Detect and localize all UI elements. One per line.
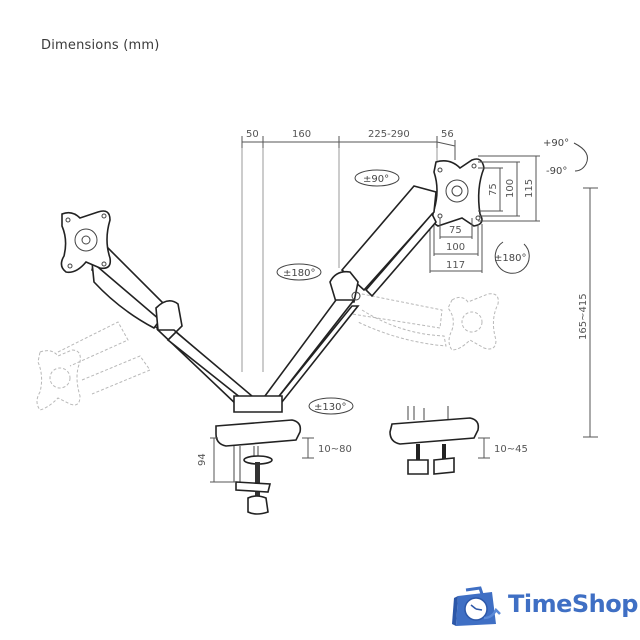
vesa-h-75: 75 xyxy=(449,225,462,236)
dim-50: 50 xyxy=(246,129,259,140)
tilt-arrow-icon xyxy=(573,142,588,172)
vesa-h-100: 100 xyxy=(446,242,465,253)
diagram-title: Dimensions (mm) xyxy=(41,38,160,53)
grommet-base: 10~45 xyxy=(389,406,528,475)
rotate-arrow-icon xyxy=(494,241,530,274)
vesa-vertical-dimensions: 75 100 115 xyxy=(478,155,540,222)
brand-logo: TimeShop xyxy=(452,584,638,628)
elbow-swivel-annotation: ±180° xyxy=(276,263,322,281)
brand-name: TimeShop xyxy=(508,590,638,618)
vesa-v-115: 115 xyxy=(524,179,535,198)
tilt-annotation: +90° -90° xyxy=(543,138,588,177)
left-vesa-plate xyxy=(60,210,112,274)
base-swivel-label: ±130° xyxy=(314,402,346,413)
vesa-v-75: 75 xyxy=(488,183,499,196)
screen-rotation-annotation: ±180° xyxy=(494,241,530,274)
dim-225-290: 225-290 xyxy=(368,129,410,140)
clamp-height-label: 94 xyxy=(197,453,208,466)
base-swivel-annotation: ±130° xyxy=(308,397,354,415)
vesa-horizontal-dimensions: 75 100 117 xyxy=(429,218,483,273)
swivel-ellipse-icon xyxy=(308,397,354,415)
dim-160: 160 xyxy=(292,129,311,140)
swivel-ellipse-icon xyxy=(276,263,322,281)
ghost-right-monitor xyxy=(351,291,499,351)
top-dimension-line: 50 160 225-290 56 xyxy=(241,129,456,372)
vesa-h-117: 117 xyxy=(446,260,465,271)
elbow-swivel-label: ±180° xyxy=(283,268,315,279)
monitor-swivel-annotation: ±90° xyxy=(354,169,400,187)
ghost-left-monitor xyxy=(36,321,151,411)
right-arm xyxy=(260,185,437,403)
height-range-label: 165~415 xyxy=(578,293,589,340)
clamp-desk-thickness-label: 10~80 xyxy=(318,444,352,455)
dim-56: 56 xyxy=(441,129,454,140)
left-arm xyxy=(91,238,254,408)
clock-bag-icon xyxy=(452,586,501,626)
grommet-desk-thickness-label: 10~45 xyxy=(494,444,528,455)
vesa-v-100: 100 xyxy=(505,179,516,198)
swivel-ellipse-icon xyxy=(354,169,400,187)
height-range-dimension: 165~415 xyxy=(578,187,598,438)
tilt-minus-label: -90° xyxy=(546,166,567,177)
clamp-base: 94 10~80 xyxy=(197,395,352,515)
tilt-plus-label: +90° xyxy=(543,138,569,149)
monitor-swivel-label: ±90° xyxy=(363,174,389,185)
right-vesa-plate xyxy=(431,158,485,227)
screen-rotation-label: ±180° xyxy=(494,253,526,264)
